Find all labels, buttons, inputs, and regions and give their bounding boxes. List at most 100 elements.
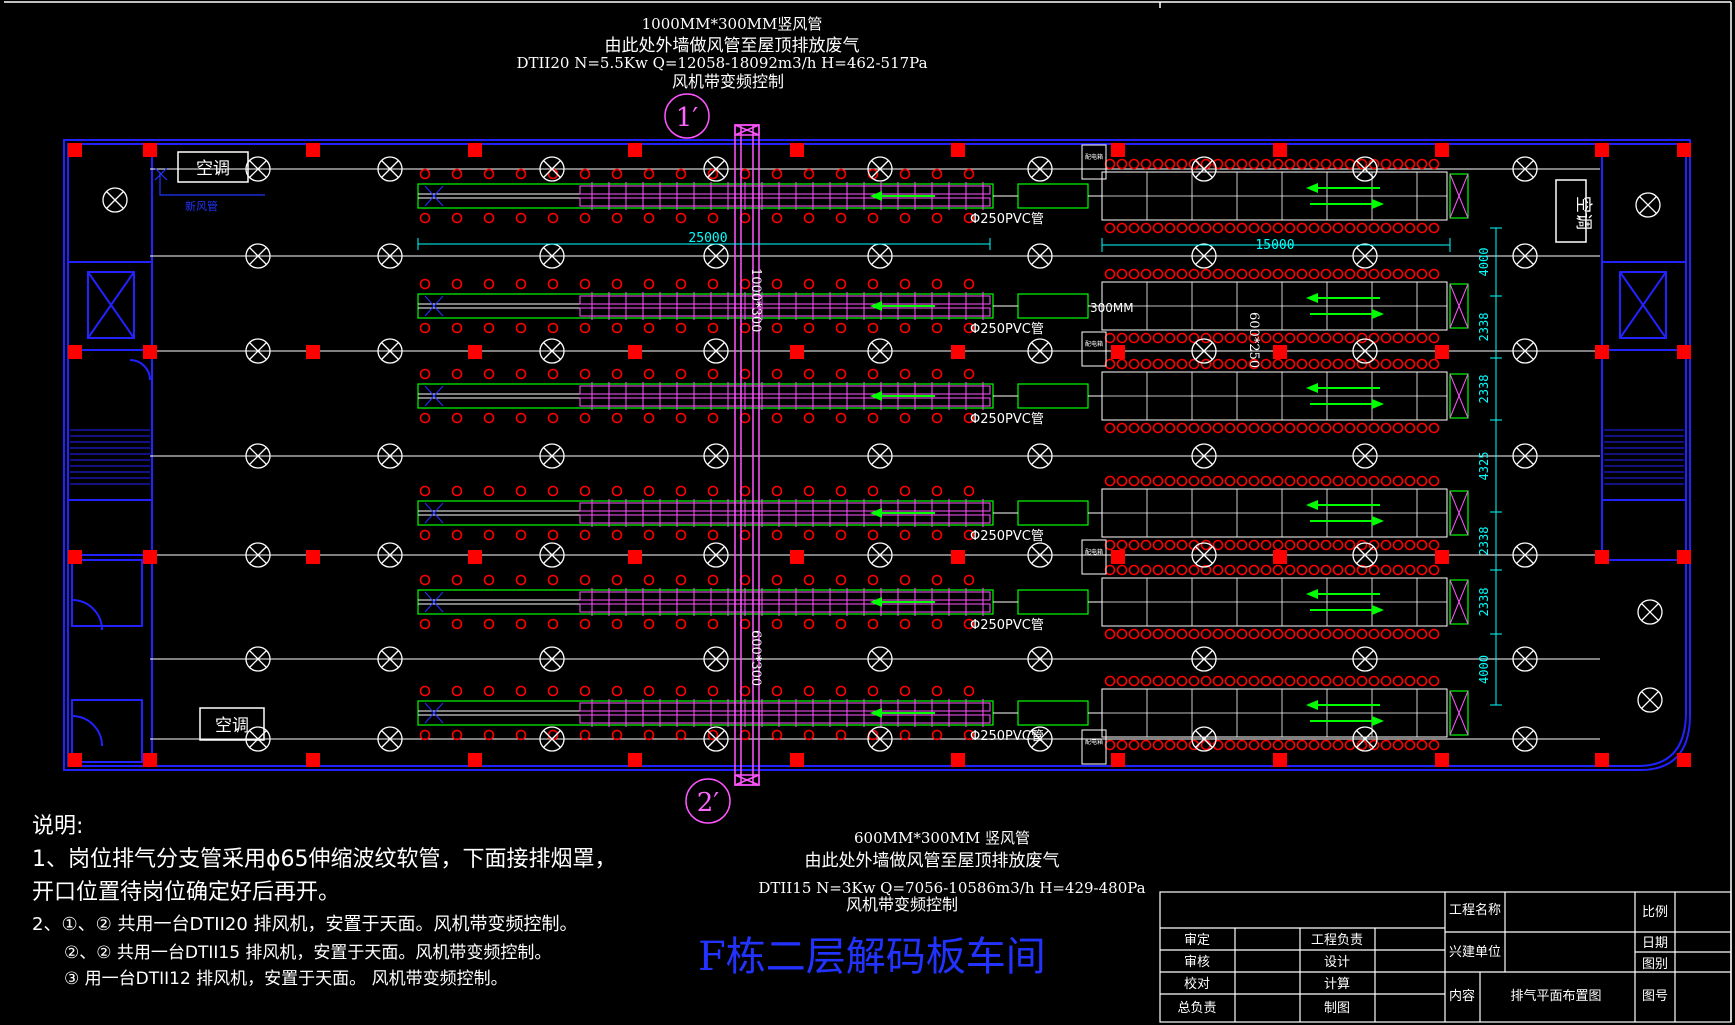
exhaust-hood-icon	[611, 729, 623, 741]
marker-top-text: 1′	[676, 103, 699, 133]
exhaust-hood-icon	[963, 278, 975, 290]
connector-box	[1017, 500, 1089, 526]
exhaust-hood-icon	[899, 618, 911, 630]
exhaust-hood-icon	[1392, 358, 1404, 370]
ac-unit-top-left: 空调	[177, 151, 249, 183]
exhaust-hood-icon	[643, 618, 655, 630]
structural-column	[951, 143, 965, 157]
structural-column	[1435, 550, 1449, 564]
bottom-note-line2: 由此处外墙做风管至屋顶排放废气	[805, 851, 1060, 871]
exhaust-hood-icon	[1236, 268, 1248, 280]
exhaust-hood-icon	[419, 729, 431, 741]
exhaust-hood-icon	[867, 685, 879, 697]
flow-arrow-head	[1306, 383, 1318, 393]
exhaust-hood-icon	[1128, 332, 1140, 344]
exhaust-hood-icon	[963, 368, 975, 380]
tb-check: 审核	[1184, 955, 1210, 970]
flow-arrow-head	[870, 391, 882, 401]
exhaust-hood-icon	[1284, 475, 1296, 487]
exhaust-hood-icon	[451, 278, 463, 290]
exhaust-hood-icon	[1104, 539, 1116, 551]
exhaust-hood-icon	[707, 574, 719, 586]
exhaust-hood-icon	[771, 485, 783, 497]
valve-icon	[424, 295, 444, 317]
exhaust-hood-icon	[1260, 675, 1272, 687]
exhaust-hood-icon	[1272, 158, 1284, 170]
fan-icon	[1449, 490, 1469, 536]
exhaust-hood-icon	[1272, 358, 1284, 370]
title-block-text: 工程名称 比例 审定 工程负责 兴建单位 日期 审核 设计 图别 校对 计算 内…	[1177, 902, 1668, 1016]
exhaust-hood-icon	[1212, 564, 1224, 576]
exhaust-hood-icon	[1332, 539, 1344, 551]
ceiling-lamp-icon	[1635, 192, 1661, 218]
exhaust-hood-icon	[803, 322, 815, 334]
exhaust-hood-icon	[1380, 332, 1392, 344]
exhaust-hood-icon	[739, 368, 751, 380]
ceiling-lamp-icon	[1191, 542, 1217, 568]
exhaust-hood-icon	[483, 368, 495, 380]
exhaust-hood-icon	[771, 729, 783, 741]
exhaust-hood-icon	[899, 485, 911, 497]
pvc-label: Φ250PVC管	[970, 412, 1044, 427]
workbench	[579, 295, 991, 305]
ceiling-lamp-icon	[1191, 338, 1217, 364]
exhaust-hood-icon	[1296, 539, 1308, 551]
ceiling-lamp-icon	[1512, 542, 1538, 568]
exhaust-hood-icon	[515, 212, 527, 224]
valve-icon	[424, 502, 444, 524]
exhaust-hood-icon	[1368, 628, 1380, 640]
fan-icon	[1449, 283, 1469, 329]
exhaust-hood-icon	[1140, 628, 1152, 640]
exhaust-hood-icon	[899, 529, 911, 541]
exhaust-hood-icon	[1428, 222, 1440, 234]
exhaust-hood-icon	[675, 529, 687, 541]
exhaust-hood-icon	[1404, 332, 1416, 344]
tb-project-name: 工程名称	[1449, 902, 1501, 918]
ceiling-lamp-icon	[703, 156, 729, 182]
exhaust-hood-icon	[1188, 268, 1200, 280]
exhaust-hood-icon	[931, 278, 943, 290]
ceiling-lamp-icon	[1027, 542, 1053, 568]
top-note-line2: 由此处外墙做风管至屋顶排放废气	[605, 36, 860, 56]
structural-column	[628, 550, 642, 564]
ceiling-lamp-icon	[1352, 338, 1378, 364]
exhaust-hood-icon	[1368, 564, 1380, 576]
exhaust-hood-icon	[803, 729, 815, 741]
exhaust-hood-icon	[931, 529, 943, 541]
workbench	[579, 514, 991, 524]
title-block	[1159, 891, 1732, 1023]
exhaust-hood-icon	[1260, 222, 1272, 234]
ceiling-lamp-icon	[1191, 726, 1217, 752]
exhaust-hood-icon	[1236, 358, 1248, 370]
exhaust-hood-icon	[931, 168, 943, 180]
exhaust-hood-icon	[1140, 158, 1152, 170]
section-marker-top: 1′	[664, 93, 710, 139]
exhaust-hood-icon	[419, 685, 431, 697]
bottom-note-line4: 风机带变频控制	[846, 895, 958, 914]
exhaust-hood-icon	[1320, 739, 1332, 751]
exhaust-hood-icon	[1356, 422, 1368, 434]
panel-label: 配电箱	[1085, 738, 1103, 746]
exhaust-hood-icon	[1380, 158, 1392, 170]
exhaust-hood-icon	[803, 529, 815, 541]
exhaust-hood-icon	[771, 168, 783, 180]
exhaust-hood-icon	[1320, 475, 1332, 487]
exhaust-hood-icon	[1188, 358, 1200, 370]
distribution-panel: 配电箱	[1081, 331, 1107, 367]
ceiling-lamp-icon	[377, 338, 403, 364]
exhaust-hood-icon	[451, 618, 463, 630]
ceiling-lamp-icon	[867, 443, 893, 469]
exhaust-hood-icon	[1380, 358, 1392, 370]
exhaust-hood-icon	[515, 729, 527, 741]
exhaust-hood-icon	[1152, 539, 1164, 551]
exhaust-hood-icon	[1380, 475, 1392, 487]
distribution-panel: 配电箱	[1081, 729, 1107, 765]
exhaust-hood-icon	[1428, 332, 1440, 344]
exhaust-hood-icon	[1380, 739, 1392, 751]
exhaust-hood-icon	[1224, 564, 1236, 576]
structural-column	[306, 345, 320, 359]
exhaust-hood-icon	[1176, 539, 1188, 551]
exhaust-hood-icon	[515, 574, 527, 586]
exhaust-hood-icon	[1200, 539, 1212, 551]
